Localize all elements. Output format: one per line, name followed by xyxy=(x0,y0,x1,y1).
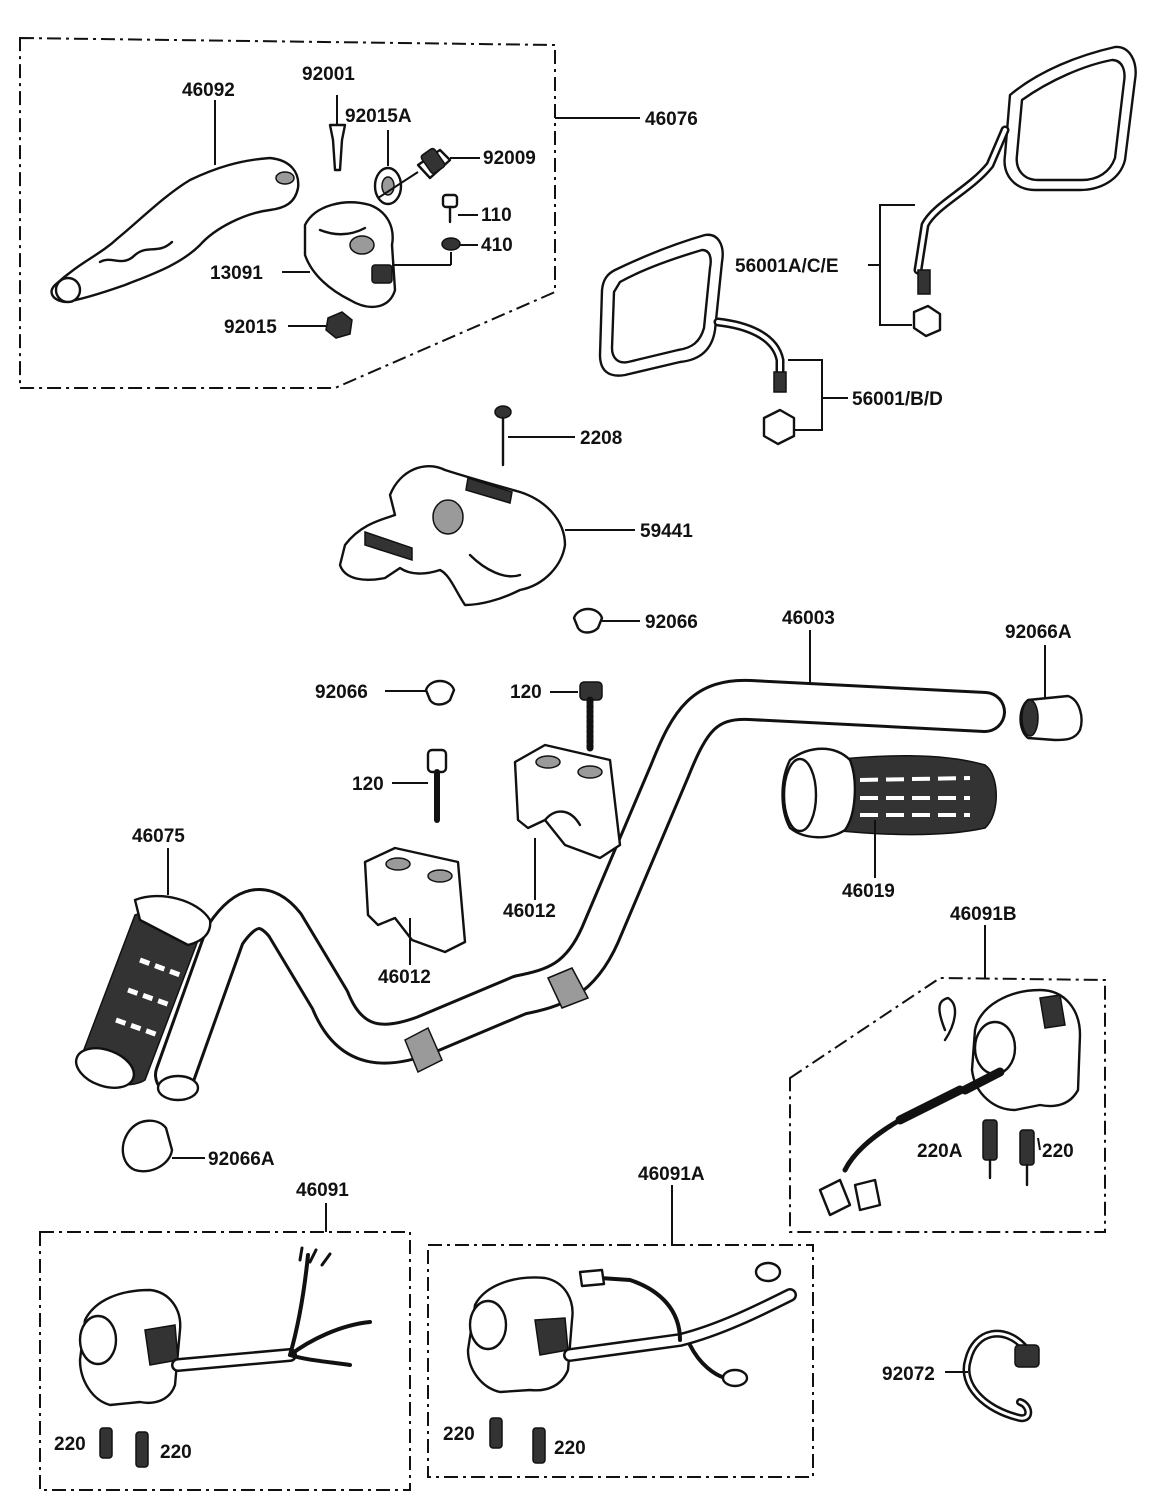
label-120-top: 120 xyxy=(510,682,542,703)
label-220A: 220A xyxy=(917,1141,963,1162)
label-56001BD: 56001/B/D xyxy=(852,389,943,410)
handlebar-cover-59441 xyxy=(338,465,567,607)
label-46091: 46091 xyxy=(296,1180,349,1201)
bolt-120-top xyxy=(579,681,603,754)
label-46075: 46075 xyxy=(132,826,185,847)
label-92015: 92015 xyxy=(224,317,277,338)
pivot-bolt-92001 xyxy=(328,95,347,172)
screw-220-a xyxy=(99,1427,113,1459)
nut-92015 xyxy=(325,311,353,339)
label-220-c: 220 xyxy=(443,1424,475,1445)
holder-46012-left xyxy=(363,846,467,954)
label-56001ACE: 56001A/C/E xyxy=(735,256,839,277)
label-46092: 46092 xyxy=(182,80,235,101)
switch-housing-46091 xyxy=(78,1246,372,1407)
label-46076: 46076 xyxy=(645,109,698,130)
label-220-d: 220 xyxy=(554,1438,586,1459)
label-13091: 13091 xyxy=(210,263,263,284)
screw-220A xyxy=(982,1119,998,1180)
lever-holder-part xyxy=(303,201,397,309)
switch-housing-46091B xyxy=(818,988,1082,1217)
screw-2208 xyxy=(494,405,512,467)
label-92066A-right: 92066A xyxy=(1005,622,1072,643)
label-46012-right: 46012 xyxy=(503,901,556,922)
screw-220-d xyxy=(532,1427,546,1464)
part-labels: 46092 92001 92015A 46076 92009 110 410 1… xyxy=(54,64,1074,1463)
knurl-left xyxy=(404,1026,443,1074)
label-46019: 46019 xyxy=(842,881,895,902)
group-box-46091B xyxy=(789,976,1106,1233)
label-92066A-left: 92066A xyxy=(208,1149,275,1170)
clamp-92072 xyxy=(962,1329,1040,1423)
cap-92066-left xyxy=(424,679,456,706)
group-box-46091A xyxy=(427,1244,814,1478)
group-box-46076 xyxy=(19,36,556,389)
mirror-right-part xyxy=(913,45,1137,295)
holder-46012-right xyxy=(513,743,622,860)
mirror-right-nut xyxy=(912,304,942,338)
end-cap-92066A-right xyxy=(1019,694,1083,742)
label-92066-top: 92066 xyxy=(645,612,698,633)
group-box-46091 xyxy=(39,1231,411,1491)
screw-220-b xyxy=(135,1431,149,1468)
switch-housing-46091A xyxy=(466,1261,797,1394)
label-46091A: 46091A xyxy=(638,1164,705,1185)
label-92015A: 92015A xyxy=(345,106,412,127)
label-46012-left: 46012 xyxy=(378,967,431,988)
leader-lines xyxy=(167,100,1046,1373)
label-220-right: 220 xyxy=(1042,1141,1074,1162)
mirror-left-nut xyxy=(762,408,796,446)
mirror-left-part xyxy=(598,233,787,393)
bolt-120-left xyxy=(426,748,448,823)
label-120-left: 120 xyxy=(352,774,384,795)
label-46003: 46003 xyxy=(782,608,835,629)
throttle-grip-46019 xyxy=(781,747,997,839)
label-2208: 2208 xyxy=(580,428,622,449)
label-92072: 92072 xyxy=(882,1364,935,1385)
screw-220-c xyxy=(489,1417,503,1449)
clutch-lever-part xyxy=(50,156,300,304)
label-59441: 59441 xyxy=(640,521,693,542)
label-92066-left: 92066 xyxy=(315,682,368,703)
label-92009: 92009 xyxy=(483,148,536,169)
knurl-right xyxy=(546,967,590,1009)
screw-220-right xyxy=(1019,1129,1035,1187)
nut-410 xyxy=(441,237,461,251)
adjuster-92009 xyxy=(377,147,452,199)
cap-92066-top xyxy=(572,607,604,634)
left-grip-46075 xyxy=(74,894,212,1089)
label-92001: 92001 xyxy=(302,64,355,85)
label-110: 110 xyxy=(481,205,512,226)
screw-110 xyxy=(441,193,459,224)
label-410: 410 xyxy=(481,235,513,256)
label-220-b: 220 xyxy=(160,1442,192,1463)
label-220-a: 220 xyxy=(54,1434,86,1455)
dust-cover-92015A xyxy=(373,130,403,206)
end-cap-92066A-left xyxy=(121,1119,174,1173)
label-46091B: 46091B xyxy=(950,904,1017,925)
